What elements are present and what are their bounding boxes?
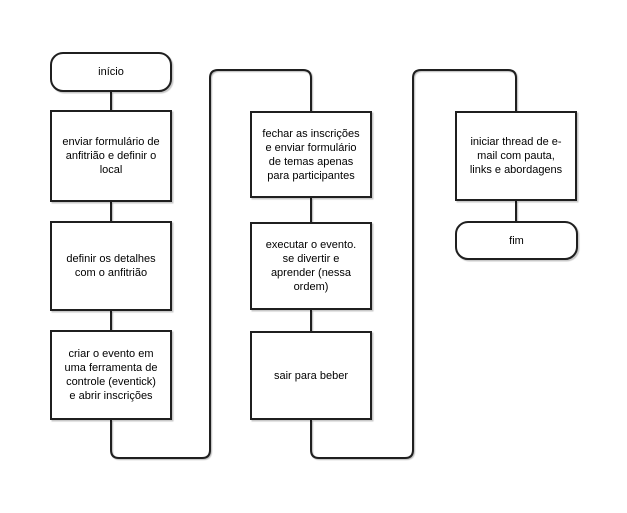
- connector-criar-to-fechar: [110, 69, 312, 459]
- node-label-fim: fim: [509, 234, 524, 247]
- flowchart-node-fechar-inscricoes: fechar as inscrições e enviar formulário…: [250, 111, 372, 198]
- node-label-inicio: início: [98, 66, 124, 78]
- node-label-fechar-inscricoes: fechar as inscrições e enviar formulário…: [262, 127, 360, 182]
- connector-sair-to-iniciar: [310, 69, 517, 459]
- flowchart-node-iniciar-thread: iniciar thread de e- mail com pauta, lin…: [455, 111, 577, 201]
- node-label-enviar-formulario: enviar formulário de anfitrião e definir…: [62, 136, 160, 176]
- flowchart-node-enviar-formulario: enviar formulário de anfitrião e definir…: [50, 110, 172, 202]
- node-label-sair-para-beber: sair para beber: [274, 369, 348, 382]
- flowchart-node-executar-evento: executar o evento. se divertir e aprende…: [250, 222, 372, 310]
- flowchart-node-fim: fim: [455, 221, 578, 260]
- flowchart-node-criar-evento: criar o evento em uma ferramenta de cont…: [50, 330, 172, 420]
- node-label-executar-evento: executar o evento. se divertir e aprende…: [265, 239, 357, 293]
- node-label-iniciar-thread: iniciar thread de e- mail com pauta, lin…: [469, 136, 563, 176]
- flowchart-node-definir-detalhes: definir os detalhes com o anfitrião: [50, 221, 172, 311]
- node-label-definir-detalhes: definir os detalhes com o anfitrião: [66, 253, 156, 279]
- flowchart-node-sair-para-beber: sair para beber: [250, 331, 372, 420]
- flowchart-node-inicio: início: [50, 52, 172, 92]
- node-label-criar-evento: criar o evento em uma ferramenta de cont…: [64, 348, 158, 402]
